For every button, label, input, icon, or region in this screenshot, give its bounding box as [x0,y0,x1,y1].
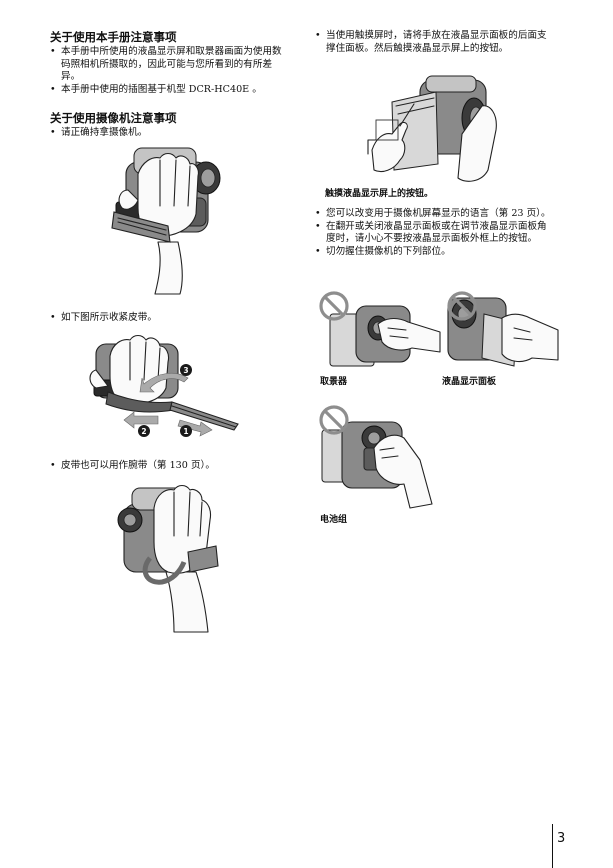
step-number-icon [138,425,150,437]
step-number: 1 [183,427,188,436]
page-number: 3 [557,831,566,846]
lcd-panel-caption: 液晶显示面板 [442,377,497,387]
list-item-container: 皮带也可以用作腕带（第 130 页）。 [50,460,288,473]
battery-caption: 电池组 [320,515,348,525]
section-heading-manual-notes: 关于使用本手册注意事项 [50,30,177,44]
list-item: 您可以改变用于摄像机屏幕显示的语言（第 23 页）。 [315,208,555,221]
section-heading-camcorder-notes: 关于使用摄像机注意事项 [50,111,177,125]
list-item: 切勿握住摄像机的下列部位。 [315,246,555,259]
hold-camcorder-illustration [111,147,221,295]
list-item-container: 如下图所示收紧皮带。 [50,312,288,325]
lcd-panel-warning-illustration [447,291,559,367]
wrist-strap-illustration [117,484,219,633]
prohibited-icon [319,291,349,321]
list-item: 如下图所示收紧皮带。 [50,312,288,325]
page-number-divider [552,824,553,868]
handling-notes-list: 您可以改变用于摄像机屏幕显示的语言（第 23 页）。 在翻开或关闭液晶显示面板或… [315,208,555,258]
viewfinder-warning-illustration [319,291,441,367]
step-number: 2 [141,427,146,436]
list-item: 本手册中所使用的液晶显示屏和取景器画面为使用数码照相机所摄取的，因此可能与您所看… [50,46,288,84]
touch-lcd-illustration [367,75,497,182]
manual-notes-list: 本手册中所使用的液晶显示屏和取景器画面为使用数码照相机所摄取的，因此可能与您所看… [50,46,288,96]
step-number-icon [180,364,192,376]
list-item-container: 请正确持拿摄像机。 [50,127,288,140]
battery-warning-illustration [319,405,433,509]
list-item: 当使用触摸屏时，请将手放在液晶显示面板的后面支撑住面板。然后触摸液晶显示屏上的按… [315,30,555,55]
list-item: 本手册中使用的插图基于机型 DCR-HC40E 。 [50,84,288,97]
touch-panel-list: 当使用触摸屏时，请将手放在液晶显示面板的后面支撑住面板。然后触摸液晶显示屏上的按… [315,30,555,55]
list-item: 在翻开或关闭液晶显示面板或在调节液晶显示面板角度时，请小心不要按液晶显示面板外框… [315,221,555,246]
viewfinder-caption: 取景器 [320,377,348,387]
list-item: 请正确持拿摄像机。 [50,127,288,140]
list-item: 皮带也可以用作腕带（第 130 页）。 [50,460,288,473]
touch-lcd-caption: 触摸液晶显示屏上的按钮。 [325,189,434,199]
prohibited-icon [447,291,477,321]
step-number: 3 [183,366,188,375]
step-number-icon [180,425,192,437]
prohibited-icon [319,405,349,435]
tighten-strap-illustration: 3 2 1 [89,334,239,437]
